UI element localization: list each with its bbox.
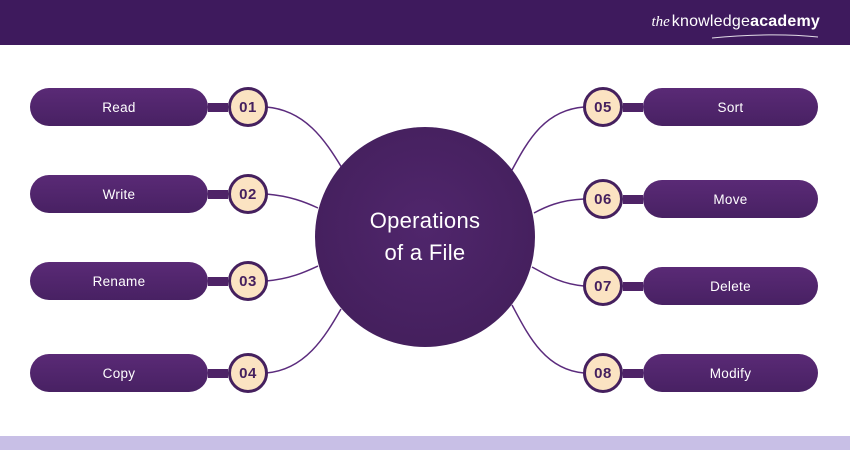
center-title-line1: Operations: [369, 208, 481, 233]
operation-item-write: Write 02: [30, 174, 268, 214]
connector-stub: [208, 368, 228, 378]
operation-item-rename: Rename 03: [30, 261, 268, 301]
operation-item-sort: 05 Sort: [583, 87, 818, 127]
connector-modify: [511, 304, 585, 374]
connector-read: [265, 106, 343, 169]
logo-academy: academy: [750, 13, 820, 30]
logo-the: the: [651, 14, 670, 30]
operation-pill: Read: [30, 88, 208, 126]
number-text: 05: [594, 98, 612, 116]
operation-pill: Modify: [643, 354, 818, 392]
operation-pill: Move: [643, 180, 818, 218]
number-text: 07: [594, 277, 612, 295]
number-badge: 03: [228, 261, 268, 301]
number-text: 08: [594, 364, 612, 382]
operation-label: Sort: [717, 99, 744, 115]
operation-pill: Delete: [643, 267, 818, 305]
operation-pill: Copy: [30, 354, 208, 392]
operation-item-copy: Copy 04: [30, 353, 268, 393]
connector-stub: [208, 276, 228, 286]
connector-stub: [623, 368, 643, 378]
number-badge: 01: [228, 87, 268, 127]
connector-stub: [623, 194, 643, 204]
connector-rename: [265, 265, 319, 282]
number-text: 04: [239, 364, 257, 382]
operation-item-delete: 07 Delete: [583, 266, 818, 306]
number-text: 01: [239, 98, 257, 116]
number-badge: 05: [583, 87, 623, 127]
center-title-line2: of a File: [384, 240, 466, 265]
connector-write: [265, 193, 319, 209]
connector-stub: [623, 281, 643, 291]
connector-move: [533, 198, 585, 214]
operation-label: Delete: [710, 278, 751, 294]
operation-label: Write: [102, 186, 136, 202]
operation-label: Copy: [102, 365, 136, 381]
connector-copy: [265, 308, 342, 374]
number-badge: 06: [583, 179, 623, 219]
center-topic-circle: Operations of a File: [315, 127, 535, 347]
number-text: 06: [594, 190, 612, 208]
operation-label: Read: [102, 99, 136, 115]
operation-item-read: Read 01: [30, 87, 268, 127]
number-badge: 04: [228, 353, 268, 393]
operation-pill: Sort: [643, 88, 818, 126]
operation-item-move: 06 Move: [583, 179, 818, 219]
connector-delete: [531, 266, 585, 287]
operation-label: Rename: [92, 273, 146, 289]
connector-stub: [208, 189, 228, 199]
number-badge: 08: [583, 353, 623, 393]
connector-stub: [623, 102, 643, 112]
connector-sort: [511, 106, 585, 171]
operation-item-modify: 08 Modify: [583, 353, 818, 393]
logo-knowledge: knowledge: [671, 13, 751, 30]
connector-stub: [208, 102, 228, 112]
number-text: 03: [239, 272, 257, 290]
footer-bar: [0, 436, 850, 450]
operation-label: Move: [713, 191, 748, 207]
number-badge: 02: [228, 174, 268, 214]
number-text: 02: [239, 185, 257, 203]
operation-label: Modify: [709, 365, 752, 381]
number-badge: 07: [583, 266, 623, 306]
operation-pill: Write: [30, 175, 208, 213]
operation-pill: Rename: [30, 262, 208, 300]
logo-flourish-icon: [711, 34, 819, 39]
